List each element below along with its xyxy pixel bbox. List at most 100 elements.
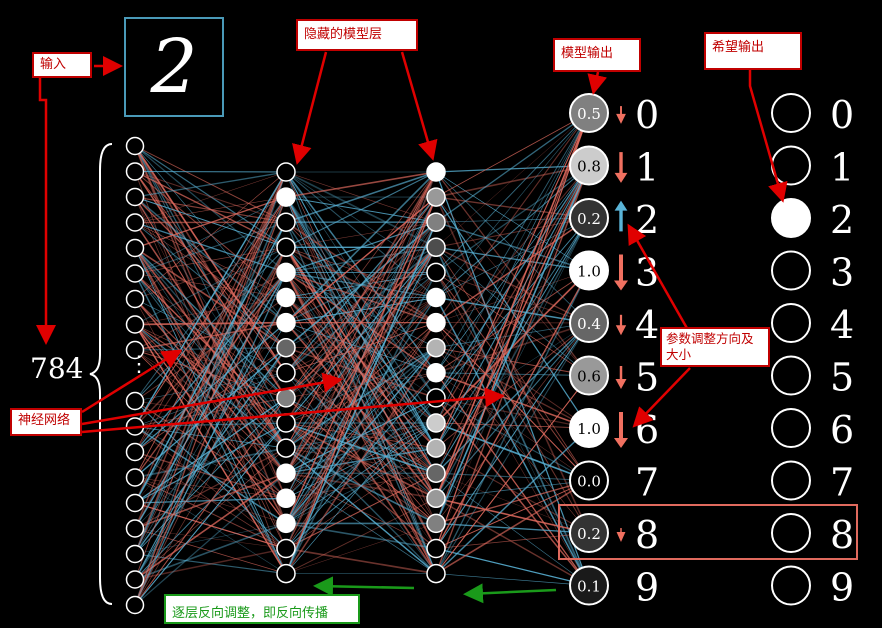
- output-neuron: [569, 565, 609, 606]
- adjust-arrow-head: [615, 379, 627, 389]
- weight-edge: [435, 270, 590, 574]
- weight-edge: [134, 171, 287, 580]
- highlight-box-row-8: [558, 504, 858, 560]
- desired-neuron: [771, 408, 811, 448]
- weight-edge: [435, 171, 590, 586]
- weight-edge: [285, 322, 437, 524]
- weight-edge: [435, 372, 590, 429]
- weight-edge: [435, 322, 590, 429]
- weight-edge: [285, 171, 437, 198]
- weight-edge: [435, 322, 590, 449]
- hidden2-neuron: [426, 237, 446, 258]
- hidden2-neuron: [426, 212, 446, 232]
- hidden1-neuron: [276, 413, 296, 433]
- adjust-arrow-head: [615, 325, 627, 336]
- annotation-arrow: [81, 372, 343, 426]
- weight-edge: [134, 246, 287, 274]
- output-value: 0.0: [577, 473, 601, 491]
- weight-edge: [435, 322, 590, 549]
- weight-edge: [134, 171, 287, 198]
- weight-edge: [435, 196, 590, 429]
- hidden1-neuron: [276, 237, 296, 258]
- input-neuron: [125, 213, 145, 232]
- weight-edge: [435, 480, 590, 549]
- weight-edge: [134, 273, 287, 424]
- weight-edge: [435, 112, 590, 449]
- output-neuron: [569, 303, 609, 343]
- output-neuron: [569, 250, 609, 291]
- weight-edge: [435, 347, 590, 534]
- weight-edge: [435, 165, 590, 373]
- input-image: 2: [124, 17, 224, 117]
- weight-edge: [435, 112, 590, 549]
- weight-edge: [435, 322, 590, 481]
- weight-edge: [285, 196, 437, 374]
- weight-edge: [435, 522, 590, 534]
- hidden2-neuron: [426, 363, 446, 383]
- weight-edge: [285, 447, 437, 549]
- output-neuron: [569, 355, 609, 396]
- hidden1-neuron: [276, 312, 296, 333]
- desired-digit: 8: [830, 513, 854, 557]
- weight-edge: [285, 171, 437, 499]
- weight-edge: [134, 347, 287, 580]
- weight-edge: [435, 322, 590, 574]
- weight-edge: [435, 480, 590, 499]
- desired-neuron: [771, 198, 811, 238]
- output-neuron: [569, 145, 609, 186]
- backprop-label-box: 逐层反向调整，即反向传播: [164, 594, 360, 624]
- weight-edge: [285, 171, 437, 574]
- input-neuron: [125, 442, 145, 462]
- weight-edge: [134, 171, 287, 173]
- desired-output-label-box: 希望输出: [704, 32, 802, 70]
- weight-edge: [134, 272, 287, 606]
- weight-edge: [285, 196, 437, 499]
- weight-edge: [435, 270, 590, 549]
- weight-edge: [134, 447, 287, 530]
- weight-edge: [285, 171, 437, 248]
- weight-edge: [435, 472, 590, 534]
- weight-edge: [435, 196, 590, 534]
- output-digit: 9: [635, 566, 659, 610]
- weight-edge: [134, 247, 287, 606]
- desired-neuron: [771, 565, 811, 606]
- weight-edge: [435, 347, 590, 429]
- weight-edge: [285, 221, 437, 574]
- output-value: 0.1: [577, 578, 601, 596]
- weight-edge: [435, 165, 590, 524]
- weight-edge: [134, 171, 287, 223]
- weight-edge: [435, 547, 590, 587]
- weight-edge: [134, 422, 287, 606]
- weight-edge: [285, 171, 437, 223]
- hidden1-neuron: [276, 513, 296, 534]
- desired-neuron: [771, 303, 811, 343]
- weight-edge: [435, 171, 590, 271]
- output-neuron: [569, 460, 609, 501]
- hidden1-neuron: [276, 337, 296, 358]
- output-value: 1.0: [577, 263, 601, 281]
- weight-edge: [134, 397, 287, 606]
- output-digit: 1: [635, 146, 659, 190]
- param-adjust-label-box: 参数调整方向及大小: [660, 327, 770, 367]
- input-neuron: [125, 264, 145, 283]
- weight-edge: [134, 322, 287, 504]
- output-digit: 7: [635, 461, 659, 505]
- weight-edge: [435, 372, 590, 586]
- weight-edge: [435, 112, 590, 424]
- desired-digit: 3: [830, 251, 854, 295]
- hidden-layers-label-box: 隐藏的模型层: [296, 19, 418, 51]
- weight-edge: [435, 164, 590, 173]
- weight-edge: [435, 272, 590, 324]
- adjust-arrow-head: [614, 280, 628, 291]
- input-digit: 2: [150, 24, 198, 110]
- input-neuron: [125, 162, 145, 181]
- weight-edge: [435, 397, 590, 429]
- weight-edge: [435, 217, 590, 499]
- weight-edge: [435, 322, 590, 524]
- weight-edge: [285, 422, 437, 474]
- weight-edge: [285, 497, 437, 575]
- output-value: 0.2: [577, 525, 601, 543]
- desired-digit: 7: [830, 461, 854, 505]
